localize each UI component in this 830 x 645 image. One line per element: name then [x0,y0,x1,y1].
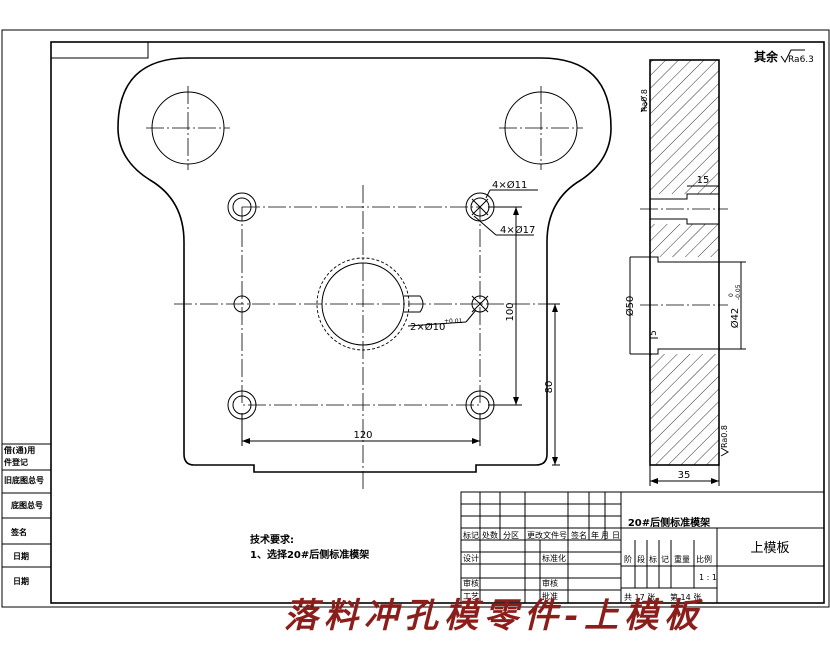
dim-42: Ø42 [729,308,741,329]
roughness-symbol-icon [780,49,805,63]
outer-frame [1,29,830,608]
dim-hole-small: 4×Ø11 [492,179,527,191]
tech-item-1: 1、选择20#后侧标准模架 [250,548,369,561]
tb-header: 更改文件号 [527,530,567,540]
dim-15: 15 [697,175,710,186]
tb-scale: 1 : 1 [699,573,717,582]
dim-42-tol-upper: 0 [728,293,735,297]
tb-assembly-name: 20#后侧标准模架 [628,516,710,529]
center-bore [321,262,405,346]
tb-label: 标准化 [542,553,566,563]
roughness-note-value: Ra6.3 [788,55,814,65]
side-record-block: 借(通)用 件登记 旧底图总号 底图总号 签名 日期 日期 [2,443,51,586]
dim-35: 35 [678,470,691,481]
pin-hole-left [233,295,251,313]
tb-stage: 段 [637,554,645,564]
side-label: 签名 [10,527,27,537]
tb-part-name: 上模板 [750,541,789,556]
tb-label: 批准 [542,591,558,601]
tb-header: 分区 [503,531,519,540]
dim-80: 80 [544,381,555,394]
tb-sheets-total: 共 17 张 [624,593,655,602]
side-label: 日期 [13,551,29,561]
pin-hole-right [471,295,489,313]
side-label: 日期 [13,576,29,586]
section-view: 15 Ø50 5 Ø42 0 -0.05 35 Ra0.8 Ra0.8 [624,59,746,486]
roughness-note-label: 其余 [754,49,779,64]
tb-header: 处数 [482,530,498,540]
tb-sheet-no: 第 14 张 [670,592,701,602]
dim-50: Ø50 [624,296,636,317]
dim-pin-tol: +0.01 [444,318,463,325]
dim-pin-hole: 2×Ø10 [410,321,445,333]
tb-stage: 标 [649,554,657,564]
title-block: 标记 处数 分区 更改文件号 签名 年 月 日 设计 标准化 审核 审核 工艺 … [460,491,825,604]
tb-header: 年 [591,530,599,540]
tb-header: 日 [612,531,620,540]
tb-header: 月 [601,531,609,540]
tech-heading: 技术要求: [250,533,294,546]
tb-stage: 记 [661,555,669,564]
tb-label: 审核 [542,578,558,588]
tb-stage: 比例 [696,554,712,564]
technical-requirements: 技术要求: 1、选择20#后侧标准模架 [250,533,369,561]
roughness-symbol-icon [640,95,648,113]
reversed-code-box [50,41,149,59]
center-bore-hidden [316,257,410,351]
section-roughness-bottom: Ra0.8 [720,425,729,448]
tb-label: 审核 [463,578,479,588]
roughness-note: 其余 Ra6.3 [754,49,814,65]
plate-outline [117,57,612,473]
bolt-pattern-centerline [241,206,481,406]
dim-hole-large: 4×Ø17 [500,224,535,236]
side-label: 借(通)用 [3,445,35,455]
dim-120: 120 [353,430,372,441]
side-label: 旧底图总号 [4,475,44,485]
drawing-caption: 落料冲孔模零件-上模板 [284,596,704,636]
tb-label: 工艺 [463,592,479,601]
tb-header: 标记 [463,530,479,540]
side-label: 底图总号 [10,500,43,510]
roughness-symbol-icon [720,447,730,457]
tb-stage: 重量 [674,554,690,564]
dim-5: 5 [649,330,659,336]
tb-header: 签名 [571,530,587,540]
dim-42-tol-lower: -0.05 [735,284,742,300]
bolt-hole-tl [227,192,257,222]
tb-label: 设计 [463,553,479,563]
plan-view: 4×Ø11 4×Ø17 2×Ø10 +0.01 100 80 120 [117,57,612,490]
dim-100: 100 [505,302,516,321]
side-label: 件登记 [4,457,28,467]
bore-notch [404,295,424,313]
inner-frame [50,41,825,604]
tb-stage: 阶 [624,554,632,564]
